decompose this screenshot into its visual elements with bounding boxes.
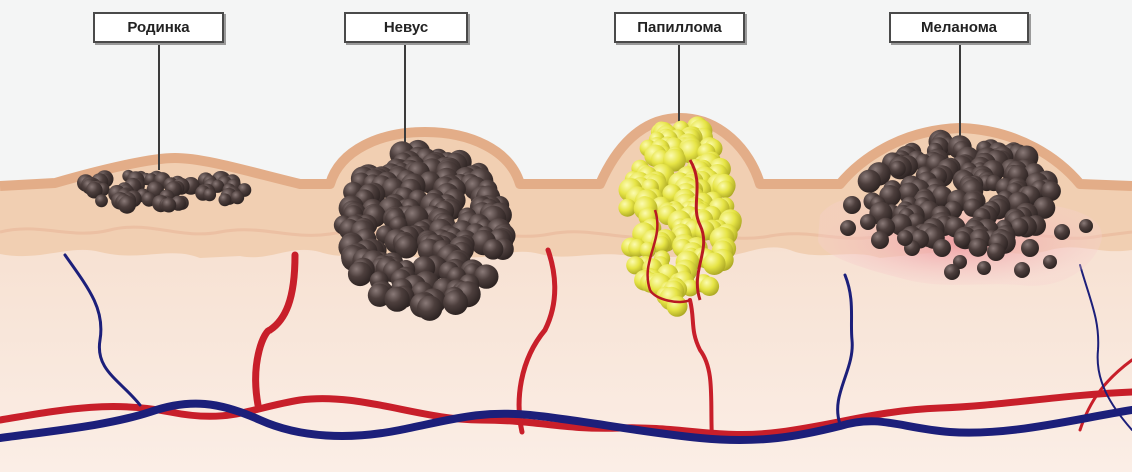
melanoma-cell <box>1079 219 1093 233</box>
melanoma-cell <box>1021 239 1039 257</box>
melanoma-cell <box>1014 262 1030 278</box>
melanoma-cell <box>933 239 951 257</box>
rodinka-cell <box>219 193 232 206</box>
melanoma-cell <box>860 214 876 230</box>
label-nevus: Невус <box>344 12 468 43</box>
melanoma-cell <box>1043 255 1057 269</box>
melanoma-cell <box>843 196 861 214</box>
rodinka-cell <box>161 198 176 213</box>
melanoma-cell <box>840 220 856 236</box>
melanoma-cell <box>871 231 889 249</box>
papilloma-cell <box>703 252 726 275</box>
papilloma-cell <box>700 277 719 296</box>
rodinka-cell <box>231 191 244 204</box>
leader-lines <box>159 43 960 170</box>
label-rodinka: Родинка <box>93 12 224 43</box>
melanoma-cell <box>987 243 1005 261</box>
rodinka-cell <box>203 188 216 201</box>
nevus-cell <box>348 262 372 286</box>
label-melanoma: Меланома <box>889 12 1029 43</box>
melanoma-cell <box>890 161 906 177</box>
nevus-cell <box>417 296 442 321</box>
melanoma-cell <box>858 170 881 193</box>
melanoma-cell <box>969 238 988 257</box>
melanoma-cell <box>954 231 971 248</box>
nevus-cell <box>483 239 504 260</box>
nevus-cell <box>385 287 410 312</box>
rodinka-cell <box>118 196 136 214</box>
melanoma-cell <box>977 261 991 275</box>
papilloma-cell <box>667 296 688 317</box>
melanoma-cell <box>944 264 960 280</box>
melanoma-cell <box>1054 224 1070 240</box>
rodinka-cell <box>95 194 108 207</box>
melanoma-cell <box>897 230 913 246</box>
label-papilloma: Папиллома <box>614 12 745 43</box>
papilloma-cell <box>618 199 636 217</box>
nevus-cell <box>443 290 468 315</box>
